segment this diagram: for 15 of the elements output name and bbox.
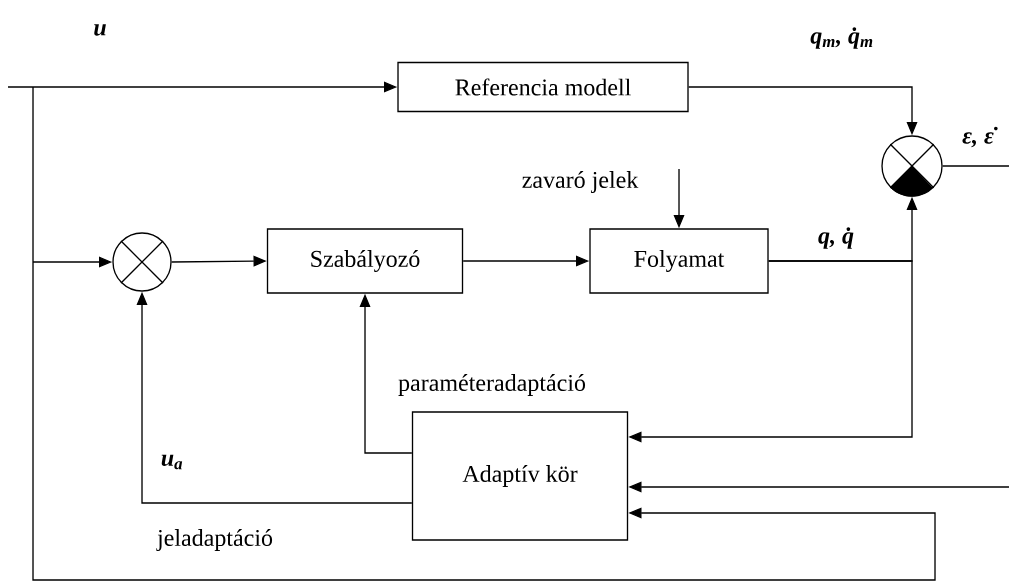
summing-junction bbox=[881, 135, 943, 197]
arrow bbox=[32, 86, 936, 581]
block-box: Referencia modell bbox=[397, 61, 689, 113]
block-box: Adaptív kör bbox=[411, 411, 629, 541]
edge-label: ε, ε̇ bbox=[960, 125, 998, 149]
signal-label: jeladaptáció bbox=[156, 529, 273, 551]
edge-label: paraméteradaptáció bbox=[396, 372, 588, 398]
block-box: Szabályozó bbox=[266, 228, 464, 294]
edge-label: u$_{a}$ bbox=[159, 453, 185, 471]
summing-junction bbox=[112, 232, 172, 292]
edge-label: q, q̇ bbox=[816, 226, 856, 250]
block-box: Folyamat bbox=[589, 228, 769, 294]
edge-label: q$_{m}$, q̇$_{m}$ bbox=[808, 26, 876, 50]
input-label: zavaró jelek bbox=[522, 171, 639, 193]
edge-label: u bbox=[92, 23, 108, 37]
